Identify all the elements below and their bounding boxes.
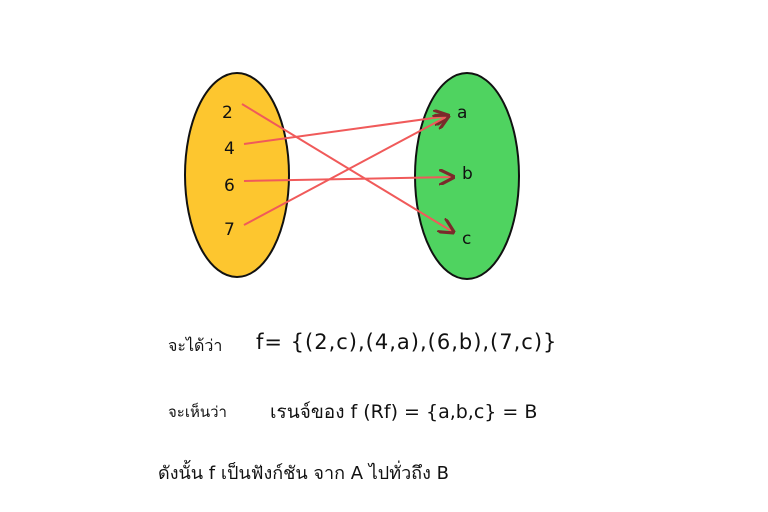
set-a-element: 2 [222, 103, 233, 123]
line1-label: จะได้ว่า [168, 336, 223, 355]
set-a-element: 7 [224, 220, 235, 240]
function-set: f= {(2,c),(4,a),(6,b),(7,c)} [256, 330, 558, 354]
mapping-arrow [243, 177, 453, 181]
mapping-arrow [243, 116, 448, 226]
set-a-element: 6 [224, 176, 235, 196]
set-b-element: a [457, 103, 467, 123]
mapping-arrow [241, 103, 453, 232]
set-a-element: 4 [224, 139, 235, 159]
mapping-arrow [243, 116, 448, 145]
set-b-element: b [462, 164, 473, 184]
set-a-ellipse [184, 72, 290, 278]
set-b-element: c [462, 229, 471, 249]
line2-label: จะเห็นว่า [168, 403, 227, 421]
range-statement: เรนจ์ของ f (Rf) = {a,b,c} = B [270, 401, 538, 423]
conclusion: ดังนั้น f เป็นฟังก์ชัน จาก A ไปทั่วถึง B [158, 463, 449, 484]
